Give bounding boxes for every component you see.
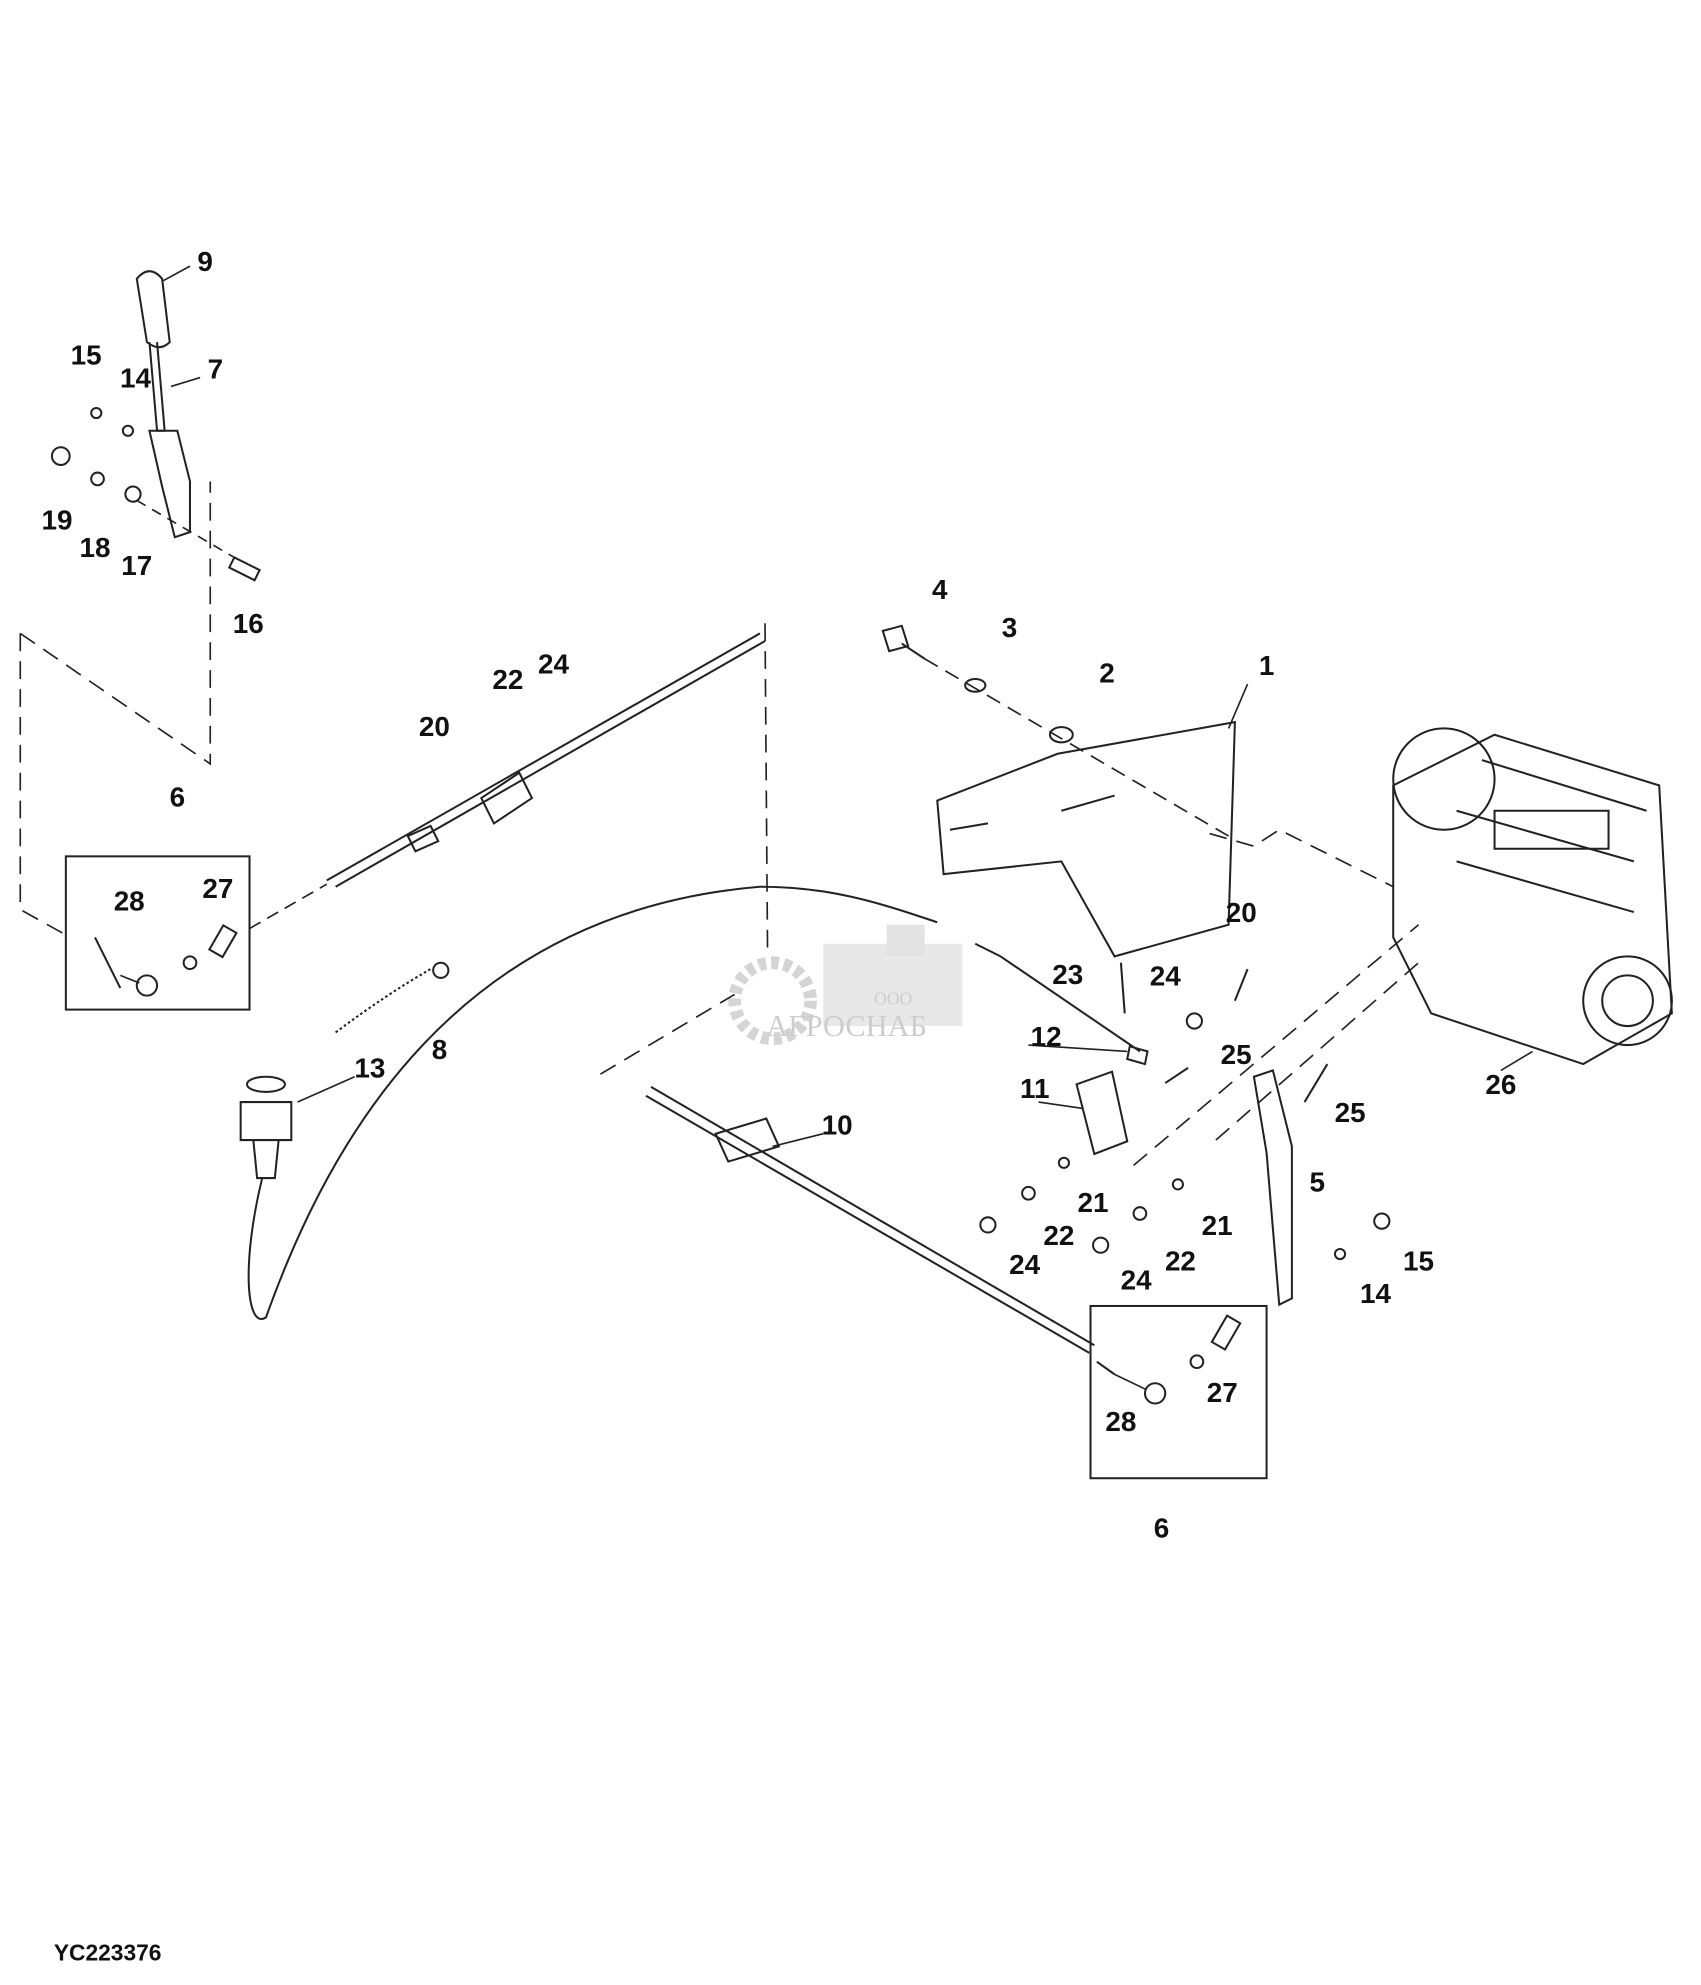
throttle-cable	[645, 1085, 1095, 1354]
kit-box-6-left	[64, 855, 251, 1011]
arm-5	[1252, 1069, 1293, 1307]
watermark-logo: ООО АГРОСНАБ	[728, 924, 963, 1046]
callout-21: 21	[1202, 1210, 1233, 1241]
bracket-11	[1075, 1070, 1129, 1156]
callout-12: 12	[1031, 1021, 1062, 1052]
callout-2: 2	[1099, 658, 1115, 689]
upper-cable	[326, 632, 766, 888]
callout-13: 13	[354, 1053, 385, 1084]
lever-assembly	[50, 270, 262, 582]
callout-25: 25	[1335, 1097, 1366, 1128]
callout-7: 7	[208, 354, 224, 385]
callout-14: 14	[120, 362, 151, 393]
callout-27: 27	[1207, 1377, 1238, 1408]
callout-22: 22	[492, 664, 523, 695]
choke-control	[239, 1075, 293, 1180]
callout-5: 5	[1309, 1167, 1325, 1198]
callout-22: 22	[1043, 1220, 1074, 1251]
watermark-name: АГРОСНАБ	[766, 1009, 927, 1043]
clevis-parts	[94, 923, 1242, 1405]
callout-23: 23	[1052, 959, 1083, 990]
callout-18: 18	[79, 532, 110, 563]
callout-20: 20	[1226, 897, 1257, 928]
callout-24: 24	[538, 649, 569, 680]
callout-4: 4	[932, 574, 948, 605]
engine	[1392, 727, 1673, 1066]
spring	[335, 968, 432, 1034]
callout-16: 16	[233, 608, 264, 639]
callout-21: 21	[1078, 1187, 1109, 1218]
callout-3: 3	[1002, 612, 1018, 643]
callout-11: 11	[1020, 1073, 1049, 1104]
callout-28: 28	[1105, 1406, 1136, 1437]
callout-24: 24	[1009, 1249, 1040, 1280]
callout-19: 19	[41, 504, 72, 535]
callout-24: 24	[1121, 1264, 1152, 1295]
figure-id: YC223376	[54, 1939, 162, 1965]
callout-9: 9	[197, 246, 213, 277]
callout-1: 1	[1259, 650, 1275, 681]
callout-15: 15	[1403, 1245, 1434, 1276]
callout-15: 15	[71, 340, 102, 371]
watermark-ooo: ООО	[874, 989, 913, 1009]
callout-14: 14	[1360, 1278, 1391, 1309]
leader-lines	[161, 265, 1533, 1148]
mounting-bracket	[936, 720, 1236, 958]
choke-cable	[247, 885, 938, 1320]
callout-26: 26	[1485, 1069, 1516, 1100]
callout-24: 24	[1150, 960, 1181, 991]
callout-10: 10	[822, 1110, 853, 1141]
callout-8: 8	[432, 1034, 447, 1065]
callout-20: 20	[419, 711, 450, 742]
rod	[974, 942, 1141, 1053]
callout-27: 27	[202, 873, 233, 904]
kit-box-6-right	[1089, 1304, 1268, 1480]
callout-25: 25	[1221, 1039, 1252, 1070]
callout-6: 6	[1154, 1513, 1170, 1544]
callout-6: 6	[170, 782, 186, 813]
callout-28: 28	[114, 886, 145, 917]
callout-labels: 9 7 15 14 19 18 17 16 6 28 27 20 22 24 8…	[41, 246, 1516, 1544]
callout-17: 17	[121, 550, 152, 581]
callout-22: 22	[1165, 1245, 1196, 1276]
